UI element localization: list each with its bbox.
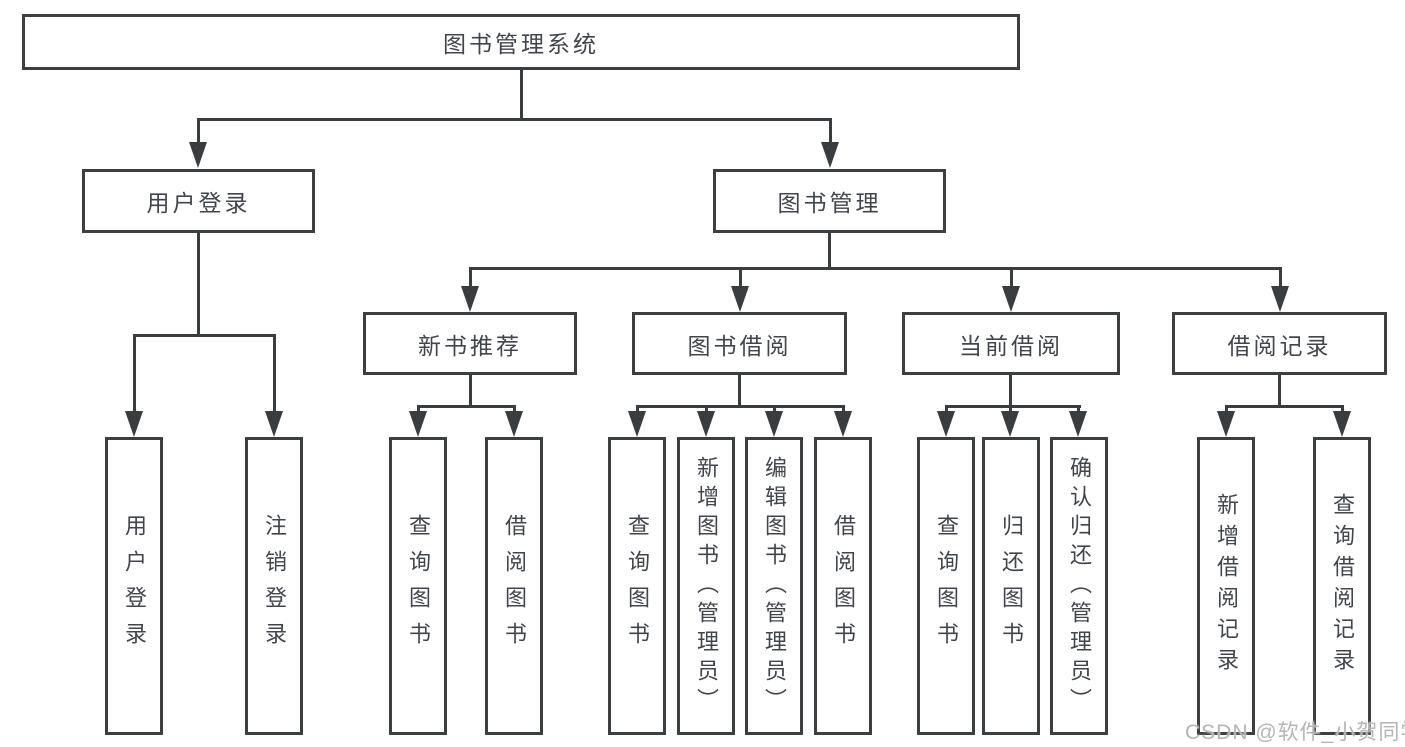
connector-l3-drop	[1279, 267, 1282, 291]
node-user-login: 用户登录	[82, 169, 315, 233]
down-arrow-icon	[731, 286, 749, 312]
node-label: 当前借阅	[959, 332, 1063, 359]
down-arrow-icon	[1217, 411, 1235, 437]
node-leaf-borrow-books-2: 借阅图书	[814, 437, 872, 735]
node-leaf-query-books-1: 查询图书	[389, 437, 447, 735]
connector-leaf-drop	[133, 334, 136, 416]
connector-mgmt-rail	[469, 267, 1282, 270]
connector-records-rail	[1225, 405, 1344, 408]
connector-root-stem	[520, 68, 523, 118]
connector-root-rail	[197, 118, 832, 121]
node-label: 新书推荐	[418, 332, 522, 359]
node-label: 借阅记录	[1227, 332, 1332, 359]
connector-records-stem	[1278, 375, 1281, 407]
node-label: 新增图书（管理员）	[694, 455, 719, 717]
down-arrow-icon	[1001, 411, 1019, 437]
node-label: 新增借阅记录	[1214, 493, 1239, 679]
connector-login-stem	[197, 233, 200, 337]
connector-borrow-stem	[738, 375, 741, 407]
node-leaf-add-books-admin: 新增图书（管理员）	[677, 437, 735, 735]
connector-l3-drop	[1010, 267, 1013, 291]
node-label: 用户登录	[122, 514, 147, 658]
node-label: 用户登录	[146, 190, 251, 216]
down-arrow-icon	[1002, 286, 1020, 312]
node-label: 图书管理	[777, 190, 882, 216]
down-arrow-icon	[189, 142, 207, 168]
connector-borrow-rail	[636, 405, 845, 408]
node-label: 查询借阅记录	[1330, 493, 1355, 679]
node-library-system: 图书管理系统	[22, 14, 1020, 70]
down-arrow-icon	[265, 411, 283, 437]
connector-current-rail	[945, 405, 1081, 408]
node-book-management: 图书管理	[713, 169, 946, 233]
node-label: 借阅图书	[831, 514, 856, 658]
csdn-watermark: CSDN @软件_小贺同学	[1185, 721, 1405, 744]
node-leaf-query-books-2: 查询图书	[608, 437, 666, 735]
down-arrow-icon	[1333, 411, 1351, 437]
connector-newbook-stem	[469, 375, 472, 407]
down-arrow-icon	[697, 411, 715, 437]
connector-login-rail	[133, 334, 275, 337]
node-leaf-borrow-books-1: 借阅图书	[485, 437, 543, 735]
node-label: 查询图书	[625, 514, 650, 658]
down-arrow-icon	[1069, 411, 1087, 437]
down-arrow-icon	[125, 411, 143, 437]
down-arrow-icon	[937, 411, 955, 437]
node-leaf-return-books: 归还图书	[982, 437, 1040, 735]
down-arrow-icon	[461, 286, 479, 312]
connector-login-drop	[197, 118, 200, 148]
connector-l3-drop	[469, 267, 472, 291]
node-leaf-logout: 注销登录	[245, 437, 303, 735]
node-label: 查询图书	[406, 514, 431, 658]
down-arrow-icon	[834, 411, 852, 437]
connector-l3-drop	[739, 267, 742, 291]
connector-mgmt-stem	[828, 233, 831, 269]
down-arrow-icon	[1271, 286, 1289, 312]
node-borrow-records: 借阅记录	[1172, 312, 1387, 375]
node-leaf-add-borrow-record: 新增借阅记录	[1197, 437, 1255, 735]
node-label: 编辑图书（管理员）	[762, 455, 787, 717]
node-leaf-edit-books-admin: 编辑图书（管理员）	[745, 437, 803, 735]
connector-current-stem	[1009, 375, 1012, 407]
node-leaf-query-borrow-record: 查询借阅记录	[1313, 437, 1371, 735]
connector-newbook-rail	[417, 405, 516, 408]
down-arrow-icon	[505, 411, 523, 437]
connector-leaf-drop	[273, 334, 276, 416]
down-arrow-icon	[409, 411, 427, 437]
node-label: 图书借阅	[687, 332, 792, 359]
node-new-book-recommend: 新书推荐	[363, 312, 577, 375]
down-arrow-icon	[765, 411, 783, 437]
node-label: 确认归还（管理员）	[1067, 455, 1092, 717]
node-label: 借阅图书	[502, 514, 527, 658]
node-label: 归还图书	[999, 514, 1024, 658]
node-current-borrowing: 当前借阅	[902, 312, 1120, 375]
node-leaf-user-login: 用户登录	[105, 437, 163, 735]
node-label: 图书管理系统	[443, 31, 599, 57]
node-book-borrowing: 图书借阅	[632, 312, 847, 375]
connector-mgmt-drop	[829, 118, 832, 148]
down-arrow-icon	[821, 142, 839, 168]
node-leaf-query-books-3: 查询图书	[917, 437, 975, 735]
down-arrow-icon	[628, 411, 646, 437]
node-leaf-confirm-return-admin: 确认归还（管理员）	[1050, 437, 1108, 735]
node-label: 注销登录	[262, 514, 287, 658]
node-label: 查询图书	[934, 514, 959, 658]
